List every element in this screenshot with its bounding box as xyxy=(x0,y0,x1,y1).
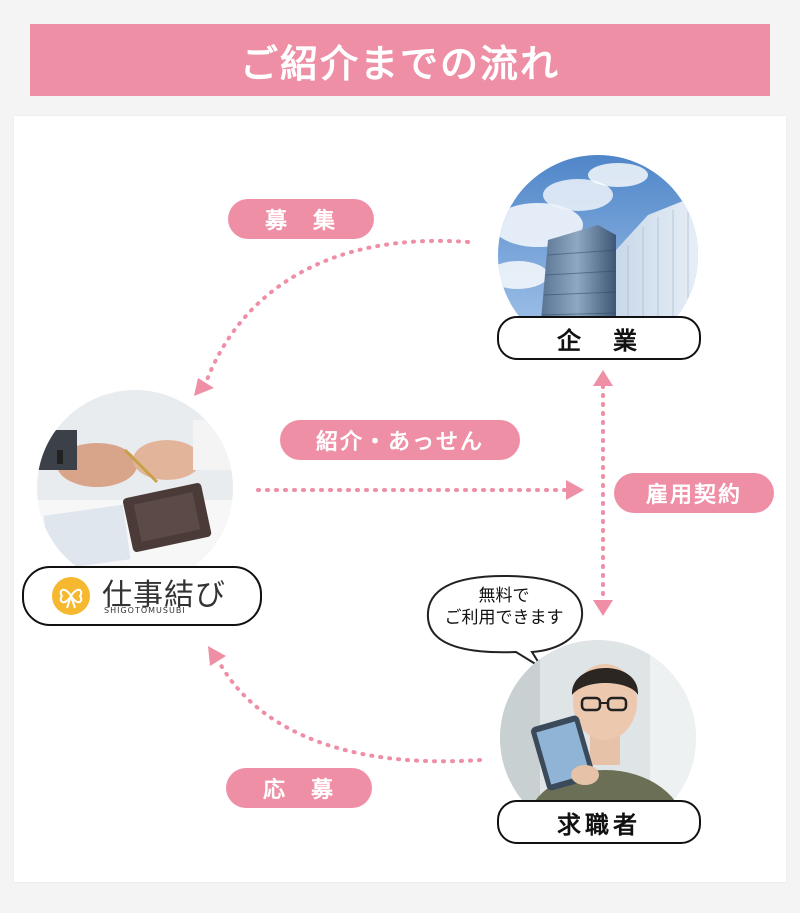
speech-bubble xyxy=(426,574,584,669)
ribbon-knot-icon xyxy=(52,577,90,615)
meeting-hands-image xyxy=(37,390,233,586)
speech-bubble-line2: ご利用できます xyxy=(444,608,564,628)
company-label: 企 業 xyxy=(497,316,701,360)
contract-arrow-head-up xyxy=(593,370,613,386)
speech-bubble-line1: 無料で xyxy=(478,586,530,606)
job-seeker-label: 求職者 xyxy=(497,800,701,844)
introduce-pill: 紹介・あっせん xyxy=(280,420,520,460)
contract-arrow-head-down xyxy=(593,600,613,616)
shigotomusubi-logo: 仕事結び SHIGOTOMUSUBI xyxy=(22,566,262,626)
apply-arrow-head xyxy=(208,646,226,666)
recruit-pill: 募 集 xyxy=(228,199,374,239)
recruit-arrow xyxy=(203,238,470,387)
introduce-arrow-head xyxy=(566,480,584,500)
apply-pill: 応 募 xyxy=(226,768,372,808)
speech-bubble-text: 無料で ご利用できます xyxy=(420,585,588,629)
recruit-arrow-head xyxy=(194,378,214,396)
logo-name: 仕事結び xyxy=(102,578,226,613)
logo-subtitle: SHIGOTOMUSUBI xyxy=(104,606,186,615)
page-title: ご紹介までの流れ xyxy=(30,24,770,96)
apply-arrow xyxy=(216,658,482,764)
contract-pill: 雇用契約 xyxy=(614,473,774,513)
